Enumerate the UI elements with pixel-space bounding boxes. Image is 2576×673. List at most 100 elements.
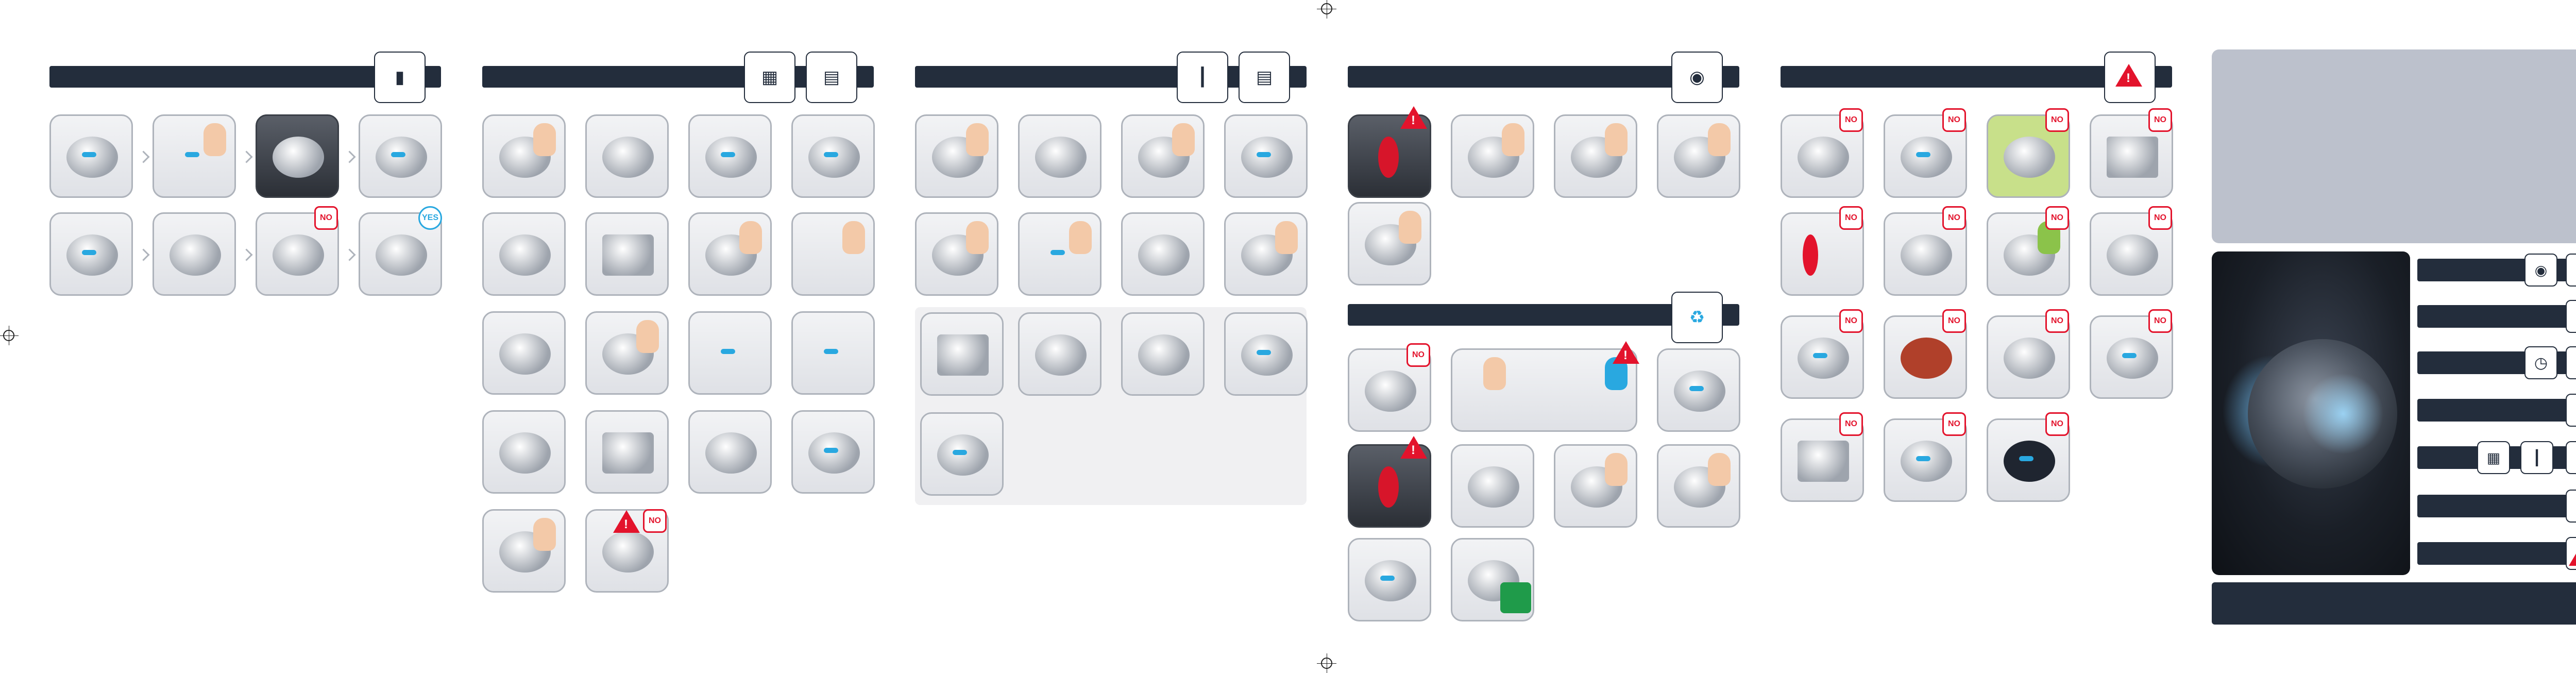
step-tile bbox=[1224, 312, 1308, 396]
step-tile bbox=[1781, 114, 1864, 198]
step-tile bbox=[1451, 538, 1534, 621]
no-badge: NO bbox=[1942, 412, 1966, 436]
step-tile bbox=[920, 312, 1004, 396]
step-tile bbox=[482, 509, 566, 593]
registration-mark-left bbox=[0, 326, 19, 345]
step-tile bbox=[1121, 114, 1205, 198]
step-tile bbox=[482, 311, 566, 395]
no-badge: NO bbox=[1406, 343, 1430, 367]
warning-icon bbox=[1400, 436, 1427, 459]
no-badge: NO bbox=[2045, 412, 2069, 436]
panel-brushes: ┃ ▤ bbox=[876, 0, 1309, 672]
toc-bar bbox=[2417, 542, 2569, 565]
step-tile bbox=[585, 311, 669, 395]
filter-icon: ▦ bbox=[2477, 441, 2510, 474]
calendar-icon: ▤ bbox=[1239, 52, 1290, 103]
robot-hero-image bbox=[2212, 251, 2410, 575]
step-tile bbox=[359, 212, 442, 296]
step-tile bbox=[688, 311, 772, 395]
chevron-right-icon bbox=[343, 150, 356, 163]
step-tile bbox=[688, 114, 772, 198]
step-tile bbox=[1121, 312, 1205, 396]
warning-icon bbox=[613, 510, 640, 533]
step-tile bbox=[585, 212, 669, 296]
no-badge: NO bbox=[2045, 309, 2069, 333]
step-tile bbox=[1451, 444, 1534, 528]
chevron-right-icon bbox=[137, 248, 150, 261]
clock-icon: ◷ bbox=[2524, 346, 2557, 379]
brush-icon: ┃ bbox=[2520, 441, 2553, 474]
calendar-icon: ▤ bbox=[2566, 346, 2576, 379]
step-tile bbox=[1554, 114, 1637, 198]
step-tile bbox=[1224, 212, 1308, 296]
no-badge: NO bbox=[1839, 412, 1863, 436]
step-tile bbox=[1348, 202, 1431, 285]
robot-icon: ◉ bbox=[2566, 441, 2576, 474]
step-tile bbox=[256, 114, 339, 198]
cover-title-area bbox=[2212, 49, 2576, 243]
step-tile bbox=[1018, 212, 1101, 296]
brush-icon: ┃ bbox=[1177, 52, 1228, 103]
no-badge: NO bbox=[1839, 206, 1863, 230]
recycle-point-icon bbox=[1500, 582, 1531, 613]
step-tile bbox=[1018, 114, 1101, 198]
registration-mark-top bbox=[1317, 0, 1336, 19]
no-badge: NO bbox=[1942, 309, 1966, 333]
step-tile bbox=[482, 410, 566, 494]
step-tile bbox=[49, 114, 133, 198]
no-badge: NO bbox=[1942, 108, 1966, 132]
step-tile bbox=[49, 212, 133, 296]
step-tile bbox=[791, 114, 875, 198]
step-tile bbox=[791, 410, 875, 494]
no-badge: NO bbox=[2045, 108, 2069, 132]
step-tile bbox=[1224, 114, 1308, 198]
filter-icon: ▦ bbox=[744, 52, 795, 103]
step-tile bbox=[1348, 538, 1431, 621]
step-tile bbox=[1554, 444, 1637, 528]
step-tile bbox=[482, 114, 566, 198]
chevron-right-icon bbox=[343, 248, 356, 261]
step-tile bbox=[1121, 212, 1205, 296]
warning-icon bbox=[1613, 341, 1639, 364]
cover-footer-bar bbox=[2212, 582, 2576, 625]
no-badge: NO bbox=[1942, 206, 1966, 230]
step-tile bbox=[1451, 348, 1637, 432]
no-badge: NO bbox=[643, 509, 667, 533]
step-tile bbox=[688, 212, 772, 296]
no-badge: NO bbox=[1839, 309, 1863, 333]
no-badge: NO bbox=[2148, 309, 2172, 333]
step-tile bbox=[791, 311, 875, 395]
registration-mark-bottom bbox=[1317, 653, 1336, 673]
step-tile bbox=[1657, 348, 1740, 432]
calendar-icon: ▤ bbox=[806, 52, 857, 103]
no-badge: NO bbox=[2045, 206, 2069, 230]
step-tile bbox=[688, 410, 772, 494]
panel-empty-dust-container: ▮ NO YES bbox=[0, 0, 443, 672]
step-tile bbox=[1451, 114, 1534, 198]
step-tile bbox=[920, 412, 1004, 496]
step-tile bbox=[152, 212, 236, 296]
step-tile bbox=[1018, 312, 1101, 396]
step-tile bbox=[915, 212, 998, 296]
recycle-icon: ♻ bbox=[1671, 292, 1723, 343]
warning-icon bbox=[2566, 537, 2576, 570]
panel-clean-filter: ▦ ▤ NO bbox=[443, 0, 876, 672]
step-tile bbox=[585, 114, 669, 198]
toc-bar bbox=[2417, 495, 2569, 517]
chevron-right-icon bbox=[137, 150, 150, 163]
step-tile bbox=[2090, 315, 2173, 399]
dust-bin-icon: ▮ bbox=[374, 52, 426, 103]
step-tile bbox=[1884, 114, 1967, 198]
no-badge: NO bbox=[2148, 108, 2172, 132]
no-badge: NO bbox=[314, 206, 338, 230]
chevron-right-icon bbox=[240, 150, 253, 163]
step-tile bbox=[1657, 444, 1740, 528]
dust-bin-icon: ▮ bbox=[2566, 394, 2576, 427]
step-tile bbox=[359, 114, 442, 198]
step-tile bbox=[482, 212, 566, 296]
battery-icon: ▯ bbox=[2566, 254, 2576, 287]
recycle-icon: ♻ bbox=[2566, 490, 2576, 523]
step-tile bbox=[791, 212, 875, 296]
no-badge: NO bbox=[2148, 206, 2172, 230]
yes-badge: YES bbox=[418, 206, 442, 230]
